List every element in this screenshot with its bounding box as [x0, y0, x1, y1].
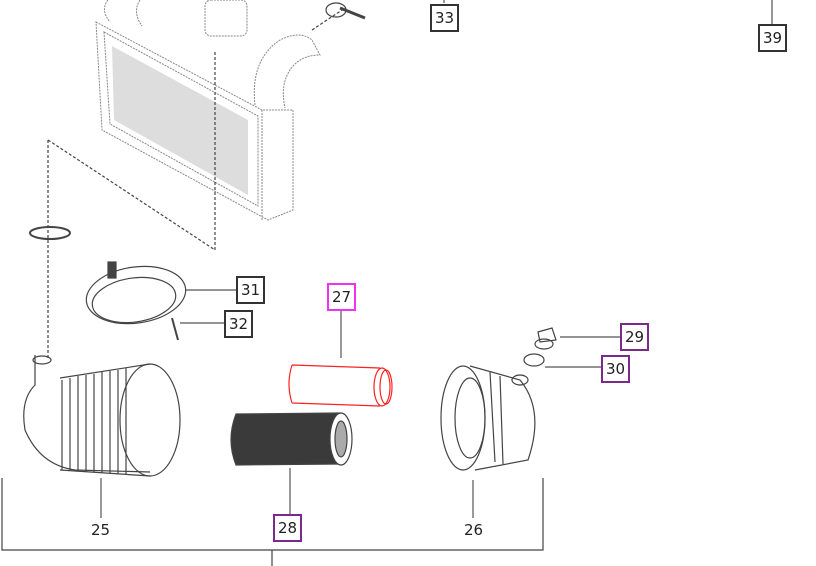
hose-clamp-part [325, 2, 366, 20]
main-filter-part [230, 412, 353, 466]
assembly-dashed-line [47, 50, 216, 252]
callout-31[interactable]: 31 [236, 276, 265, 304]
o-ring-part [523, 353, 545, 367]
callout-25[interactable]: 25 [91, 521, 111, 539]
valve-part [534, 327, 557, 350]
intercooler-part [95, 0, 321, 221]
bolt-part [171, 317, 179, 341]
small-clamp-part [29, 226, 71, 240]
callout-29[interactable]: 29 [620, 323, 649, 351]
callout-32[interactable]: 32 [224, 310, 253, 338]
callout-27[interactable]: 27 [327, 283, 356, 311]
callout-28[interactable]: 28 [273, 514, 302, 542]
callout-33[interactable]: 33 [430, 4, 459, 32]
safety-filter-part [288, 364, 393, 407]
air-filter-housing-part [23, 355, 181, 477]
intercooler-grid [112, 46, 248, 195]
callout-30[interactable]: 30 [601, 355, 630, 383]
callout-26[interactable]: 26 [464, 521, 484, 539]
callout-39[interactable]: 39 [758, 24, 787, 52]
band-clamp-part [85, 261, 187, 325]
assembly-bracket [1, 478, 544, 566]
air-filter-cover-part [440, 365, 536, 471]
